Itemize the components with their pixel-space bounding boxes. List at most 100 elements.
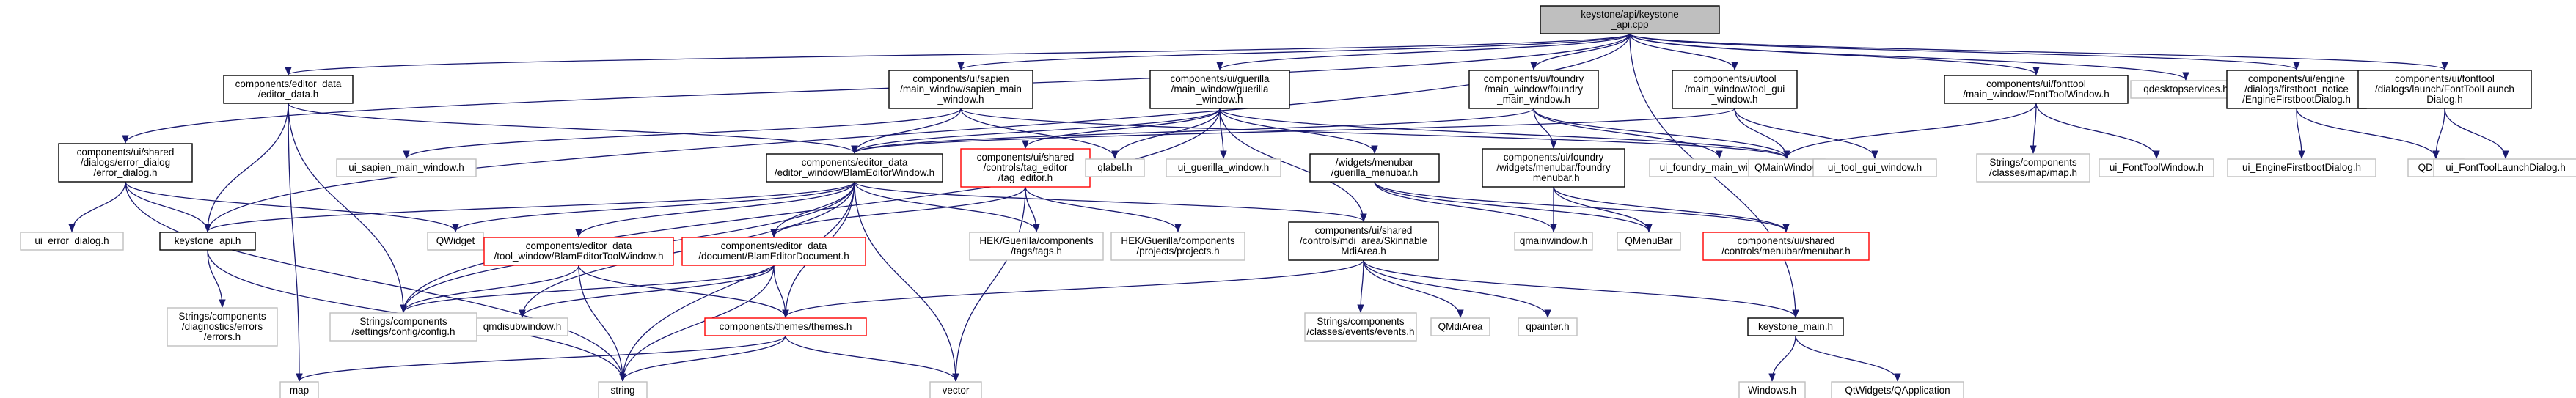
edge-foundry_menubar-to-shared_menubar (1553, 186, 1790, 233)
node-box (1149, 70, 1290, 109)
node-keystone-api-h[interactable]: keystone_api.h (159, 232, 256, 251)
node-box (704, 317, 867, 336)
node-label-line: /diagnostics/errors (182, 321, 263, 332)
node-tag-editor[interactable]: components/ui/shared/controls/tag_editor… (960, 148, 1091, 188)
node-fontlaunch[interactable]: components/ui/fonttool/dialogs/launch/Fo… (2357, 70, 2532, 109)
node-label-line: /EngineFirstbootDialog.h (2242, 94, 2351, 105)
node-label-line: Dialog.h (2426, 94, 2463, 105)
node-label-line: /tag_editor.h (998, 172, 1053, 183)
node-shared-menubar[interactable]: components/ui/shared/controls/menubar/me… (1702, 232, 1870, 261)
node-label-line: /main_window/FontToolWindow.h (1963, 89, 2110, 100)
node-box (1672, 70, 1798, 109)
node-editor-data-h[interactable]: components/editor_data/editor_data.h (223, 75, 354, 104)
node-label-line: /main_window/guerilla (1171, 84, 1269, 95)
node-box (1812, 158, 1937, 177)
node-label-line: keystone_main.h (1758, 321, 1833, 332)
node-box (329, 312, 477, 342)
edge-error_dialog-to-qwidget (125, 181, 459, 233)
node-label-line: QtWidgets/QApplication (1845, 385, 1950, 396)
edge-guerilla_main-to-qlabel (1111, 108, 1221, 160)
edge-blam_editor_window-to-vector (854, 181, 959, 383)
node-label-line: components/editor_data (721, 240, 827, 251)
node-box (1831, 381, 1964, 398)
node-root[interactable]: keystone/api/keystone_api.cpp (1540, 5, 1720, 34)
node-box (1514, 232, 1593, 251)
edge-blam_document-to-qmdisubwindow (519, 265, 775, 319)
node-foundry-main[interactable]: components/ui/foundry/main_window/foundr… (1468, 70, 1599, 109)
node-label-line: /main_window/tool_gui (1685, 84, 1785, 95)
node-guerilla-menubar[interactable]: /widgets/menubar/guerilla_menubar.h (1309, 153, 1440, 183)
node-box (336, 158, 477, 177)
edge-root-to-firstboot (1629, 33, 2300, 71)
node-box (2227, 158, 2376, 177)
node-box (159, 232, 256, 251)
node-label-line: qmainwindow.h (1520, 235, 1587, 246)
node-box (476, 317, 568, 336)
node-label-line: components/editor_data (235, 78, 342, 89)
edge-sapien_main-to-ui_sapien (403, 108, 962, 160)
node-label-line: ui_error_dialog.h (34, 235, 109, 246)
node-box (2433, 158, 2576, 177)
node-hek-tags: HEK/Guerilla/components/tags/tags.h (969, 232, 1104, 261)
node-box (1617, 232, 1681, 251)
node-vector: vector (929, 381, 982, 398)
node-label-line: /editor_window/BlamEditorWindow.h (775, 167, 934, 178)
node-label-line: /classes/events/events.h (1306, 326, 1414, 337)
node-blam-document[interactable]: components/editor_data/document/BlamEdit… (681, 237, 866, 266)
node-label-line: /controls/tag_editor (984, 162, 1068, 173)
node-label-line: QMainWindow (1754, 162, 1819, 173)
edge-foundry_main-to-qmainwindow_cap (1533, 108, 1790, 160)
node-box (2130, 80, 2242, 99)
node-firstboot[interactable]: components/ui/engine/dialogs/firstboot_n… (2226, 70, 2367, 109)
node-blam-tool-window[interactable]: components/editor_data/tool_window/BlamE… (483, 237, 674, 266)
node-themes-h[interactable]: components/themes/themes.h (704, 317, 867, 336)
node-string: string (598, 381, 648, 398)
node-box (1702, 232, 1870, 261)
node-box (1085, 158, 1145, 177)
node-box (1944, 75, 2129, 104)
node-tool-gui-main[interactable]: components/ui/tool/main_window/tool_gui_… (1672, 70, 1798, 109)
node-box (20, 232, 124, 251)
node-box (2226, 70, 2367, 109)
node-label-line: _window.h (1196, 94, 1243, 105)
node-box (1976, 153, 2090, 183)
edge-root-to-fontlaunch (1629, 33, 2448, 71)
node-box (1482, 148, 1625, 188)
node-guerilla-main[interactable]: components/ui/guerilla/main_window/gueri… (1149, 70, 1290, 109)
node-box (58, 143, 193, 183)
edge-guerilla_menubar-to-shared_menubar (1374, 181, 1790, 233)
node-box (1518, 317, 1578, 336)
edge-root-to-editor_data_h (285, 33, 1631, 76)
node-events-h: Strings/components/classes/events/events… (1304, 312, 1417, 342)
node-sapien-main[interactable]: components/ui/sapien/main_window/sapien_… (888, 70, 1033, 109)
node-ui-fontlaunch: ui_FontToolLaunchDialog.h (2433, 158, 2576, 177)
node-errors-h: Strings/components/diagnostics/errors/er… (167, 307, 278, 347)
node-label-line: Strings/components (1989, 157, 2077, 168)
node-error-dialog[interactable]: components/ui/shared/dialogs/error_dialo… (58, 143, 193, 183)
edge-blam_editor_window-to-qwidget (452, 181, 855, 233)
node-fonttool-main[interactable]: components/ui/fonttool/main_window/FontT… (1944, 75, 2129, 104)
edge-blam_editor_window-to-skinnable_mdi (854, 181, 1367, 223)
edge-fonttool_main-to-ui_fonttool (2035, 103, 2160, 160)
node-box (681, 237, 866, 266)
edge-tag_editor-to-vector (952, 186, 1026, 383)
node-label-line: /projects/projects.h (1136, 246, 1219, 257)
node-label-line: Strings/components (359, 316, 447, 327)
node-foundry-menubar[interactable]: components/ui/foundry/widgets/menubar/fo… (1482, 148, 1625, 188)
node-box (888, 70, 1033, 109)
edge-blam_document-to-config_h (400, 265, 775, 314)
edge-firstboot-to-ui_firstboot (2296, 108, 2305, 160)
node-label-line: QMdiArea (1438, 321, 1483, 332)
node-skinnable-mdi[interactable]: components/ui/shared/controls/mdi_area/S… (1288, 221, 1439, 261)
node-label-line: ui_EngineFirstbootDialog.h (2242, 162, 2361, 173)
edge-editor_data_h-to-blam_editor_window (288, 103, 858, 155)
node-box (483, 237, 674, 266)
node-label-line: keystone/api/keystone (1581, 9, 1679, 20)
edge-guerilla_menubar-to-qmainwindow_low (1374, 181, 1557, 233)
node-keystone-main[interactable]: keystone_main.h (1747, 317, 1844, 336)
edge-fonttool_main-to-qmainwindow_cap (1783, 103, 2037, 160)
node-ui-error-dialog: ui_error_dialog.h (20, 232, 124, 251)
node-ui-guerilla: ui_guerilla_window.h (1166, 158, 1281, 177)
node-blam-editor-window[interactable]: components/editor_data/editor_window/Bla… (766, 153, 943, 183)
